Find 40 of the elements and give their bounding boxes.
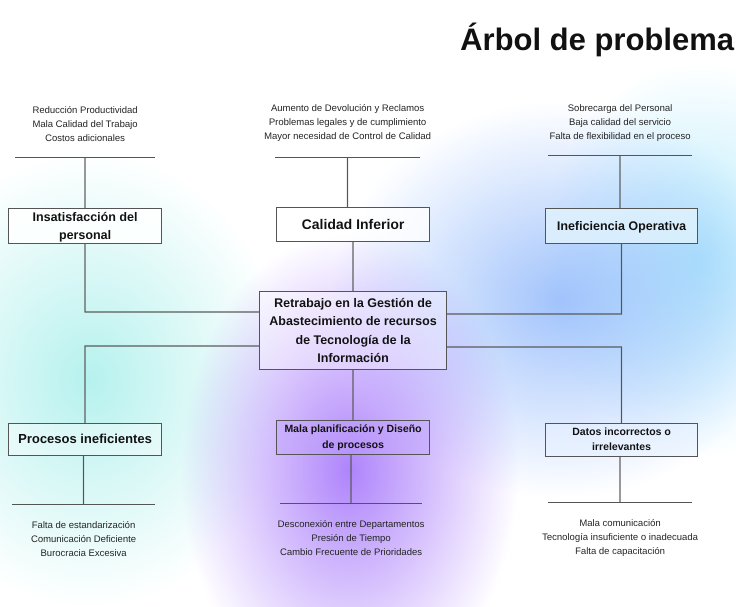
list-item-text: Presión de Tiempo bbox=[311, 532, 391, 546]
list-item-text: Comunicación Deficiente bbox=[30, 533, 136, 547]
problem-box: Mala planificación y Diseño de procesos bbox=[276, 420, 430, 455]
list-item-text: Mayor necesidad de Control de Calidad bbox=[264, 130, 431, 144]
list-item-text: Mala comunicación bbox=[579, 517, 661, 531]
list-item-text: Tecnología insuficiente o inadecuada bbox=[542, 531, 698, 545]
connector-line bbox=[84, 244, 259, 313]
connector-line bbox=[619, 156, 621, 208]
problem-box: Insatisfacción del personal bbox=[8, 208, 162, 244]
cause-effect-list bbox=[548, 102, 692, 156]
list-item-text: Falta de flexibilidad en el proceso bbox=[549, 130, 690, 144]
connector-line bbox=[82, 456, 84, 504]
list-item-text: Sobrecarga del Personal bbox=[568, 102, 672, 116]
list-item-text: Falta de capacitación bbox=[575, 545, 665, 559]
list-item-text: Aumento de Devolución y Reclamos bbox=[270, 102, 424, 116]
list-item-text: Costos adicionales bbox=[45, 132, 125, 146]
connector-line bbox=[350, 455, 352, 503]
diagram-title: Árbol de problema bbox=[460, 22, 734, 58]
connector-line bbox=[84, 158, 86, 208]
central-problem-box: Retrabajo en la Gestión de Abastecimiento de recursos de Tecnología de la Información bbox=[259, 291, 447, 370]
problem-box: Datos incorrectos o irrelevantes bbox=[545, 423, 698, 457]
connector-line bbox=[619, 457, 621, 502]
connector-line bbox=[447, 244, 622, 315]
connector-line bbox=[346, 158, 348, 207]
cause-effect-list bbox=[15, 104, 155, 158]
problem-box: Ineficiencia Operativa bbox=[545, 208, 698, 244]
problem-box: Procesos ineficientes bbox=[8, 423, 162, 456]
list-item-text: Mala Calidad del Trabajo bbox=[32, 118, 138, 132]
list-item-text: Desconexión entre Departamentos bbox=[278, 518, 424, 532]
list-item-text: Problemas legales y de cumplimiento bbox=[268, 116, 426, 130]
connector-line bbox=[352, 242, 354, 291]
list-item-text: Burocracia Excesiva bbox=[40, 547, 127, 561]
connector-line bbox=[352, 370, 354, 420]
list-item-text: Falta de estandarización bbox=[32, 519, 136, 533]
connector-line bbox=[447, 346, 622, 423]
connector-line bbox=[84, 345, 259, 423]
list-item-text: Reducción Productividad bbox=[32, 104, 138, 118]
list-item-text: Baja calidad del servicio bbox=[569, 116, 671, 130]
problem-box: Calidad Inferior bbox=[276, 207, 430, 242]
list-item-text: Cambio Frecuente de Prioridades bbox=[280, 546, 422, 560]
